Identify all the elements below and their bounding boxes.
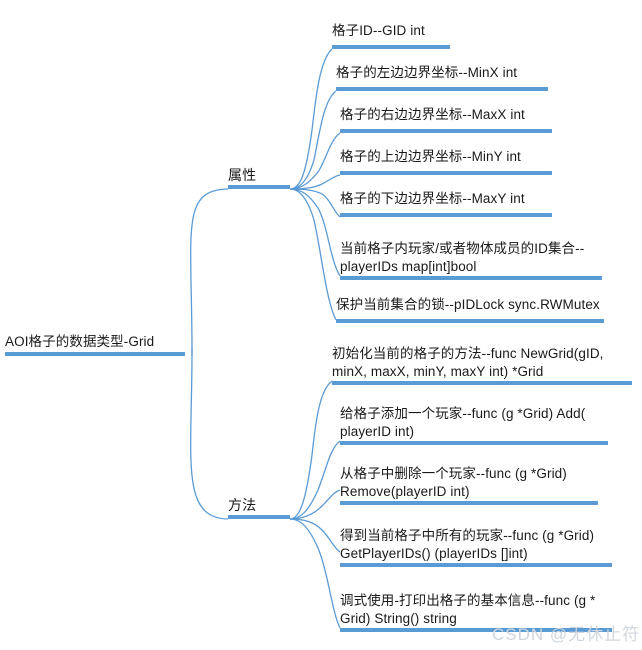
leaf-node-pidlock-label: 保护当前集合的锁--pIDLock sync.RWMutex bbox=[336, 297, 600, 312]
leaf-node-playerids-underline bbox=[340, 276, 602, 280]
leaf-node-miny[interactable]: 格子的上边边界坐标--MinY int bbox=[340, 148, 552, 175]
leaf-node-pidlock[interactable]: 保护当前集合的锁--pIDLock sync.RWMutex bbox=[336, 296, 604, 323]
leaf-node-miny-label: 格子的上边边界坐标--MinY int bbox=[340, 149, 521, 164]
root-node[interactable]: AOI格子的数据类型-Grid bbox=[5, 333, 185, 356]
root-node-label: AOI格子的数据类型-Grid bbox=[5, 334, 155, 349]
leaf-node-string[interactable]: 调式使用-打印出格子的基本信息--func (g * Grid) String(… bbox=[340, 592, 612, 632]
leaf-node-newgrid-label: 初始化当前的格子的方法--func NewGrid(gID, minX, max… bbox=[332, 346, 604, 379]
leaf-node-newgrid[interactable]: 初始化当前的格子的方法--func NewGrid(gID, minX, max… bbox=[332, 345, 632, 385]
branch-node-attributes-underline bbox=[228, 185, 290, 189]
leaf-node-playerids[interactable]: 当前格子内玩家/或者物体成员的ID集合-- playerIDs map[int]… bbox=[340, 240, 602, 280]
leaf-node-getplayerids-underline bbox=[340, 563, 612, 567]
leaf-node-newgrid-underline bbox=[332, 381, 632, 385]
leaf-node-minx-underline bbox=[336, 87, 548, 91]
leaf-node-maxx-label: 格子的右边边界坐标--MaxX int bbox=[340, 107, 525, 122]
leaf-node-playerids-label: 当前格子内玩家/或者物体成员的ID集合-- playerIDs map[int]… bbox=[340, 241, 585, 274]
leaf-node-maxy-label: 格子的下边边界坐标--MaxY int bbox=[340, 191, 525, 206]
csdn-watermark: CSDN @无休止符 bbox=[492, 625, 641, 644]
root-node-underline bbox=[5, 352, 185, 356]
branch-node-methods-underline bbox=[228, 515, 290, 519]
leaf-node-pidlock-underline bbox=[336, 319, 604, 323]
leaf-node-add[interactable]: 给格子添加一个玩家--func (g *Grid) Add( playerID … bbox=[340, 405, 608, 445]
leaf-node-minx[interactable]: 格子的左边边界坐标--MinX int bbox=[336, 64, 548, 91]
leaf-node-getplayerids[interactable]: 得到当前格子中所有的玩家--func (g *Grid) GetPlayerID… bbox=[340, 527, 612, 567]
branch-node-attributes[interactable]: 属性 bbox=[228, 166, 290, 189]
branch-node-attributes-label: 属性 bbox=[228, 167, 257, 183]
leaf-node-add-label: 给格子添加一个玩家--func (g *Grid) Add( playerID … bbox=[340, 406, 586, 439]
leaf-node-gid-underline bbox=[332, 45, 450, 49]
leaf-node-string-underline bbox=[340, 628, 612, 632]
leaf-node-maxy-underline bbox=[340, 213, 552, 217]
leaf-node-minx-label: 格子的左边边界坐标--MinX int bbox=[336, 65, 518, 80]
leaf-node-string-label: 调式使用-打印出格子的基本信息--func (g * Grid) String(… bbox=[340, 593, 596, 626]
leaf-node-miny-underline bbox=[340, 171, 552, 175]
leaf-node-maxx[interactable]: 格子的右边边界坐标--MaxX int bbox=[340, 106, 552, 133]
leaf-node-remove-underline bbox=[340, 501, 598, 505]
leaf-node-maxx-underline bbox=[340, 129, 552, 133]
leaf-node-maxy[interactable]: 格子的下边边界坐标--MaxY int bbox=[340, 190, 552, 217]
branch-node-methods[interactable]: 方法 bbox=[228, 496, 290, 519]
leaf-node-add-underline bbox=[340, 441, 608, 445]
leaf-node-gid[interactable]: 格子ID--GID int bbox=[332, 22, 450, 49]
branch-node-methods-label: 方法 bbox=[228, 497, 257, 513]
leaf-node-remove-label: 从格子中删除一个玩家--func (g *Grid) Remove(player… bbox=[340, 466, 567, 499]
leaf-node-getplayerids-label: 得到当前格子中所有的玩家--func (g *Grid) GetPlayerID… bbox=[340, 528, 595, 561]
leaf-node-gid-label: 格子ID--GID int bbox=[332, 23, 425, 38]
leaf-node-remove[interactable]: 从格子中删除一个玩家--func (g *Grid) Remove(player… bbox=[340, 465, 598, 505]
